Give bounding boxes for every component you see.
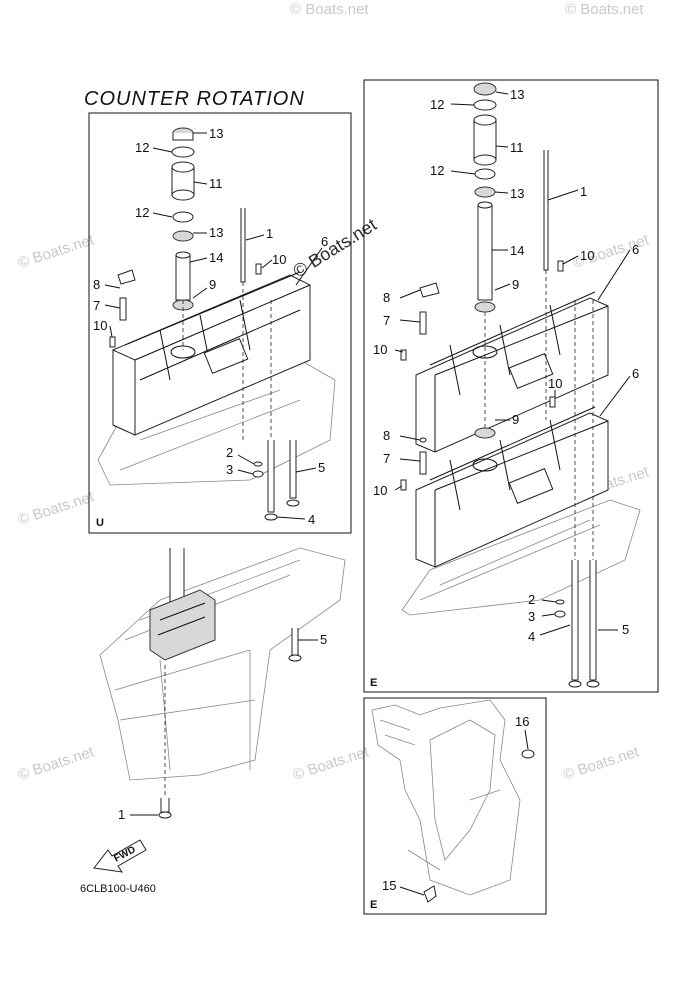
watermark-text: © Boats.net	[290, 1, 369, 18]
callout-10: 10	[548, 376, 562, 391]
callout-10: 10	[93, 318, 107, 333]
callout-3: 3	[226, 462, 233, 477]
callout-12: 12	[135, 140, 149, 155]
callout-12: 12	[430, 97, 444, 112]
watermark-text: © Boats.net	[16, 743, 97, 784]
panel-left-frame	[88, 112, 352, 534]
callout-2: 2	[226, 445, 233, 460]
panel-left-tag: U	[96, 517, 104, 529]
panel-right-frame	[363, 79, 659, 693]
callout-12: 12	[430, 163, 444, 178]
callout-12: 12	[135, 205, 149, 220]
callout-10: 10	[373, 483, 387, 498]
callout-4: 4	[528, 629, 535, 644]
watermark-text-dark: © Boats.net	[290, 214, 381, 281]
panel-bottom-right-tag: E	[370, 899, 377, 911]
callout-13: 13	[510, 87, 524, 102]
callout-10: 10	[373, 342, 387, 357]
callout-14: 14	[209, 250, 223, 265]
diagram-title: COUNTER ROTATION	[84, 88, 305, 110]
callout-1: 1	[580, 184, 587, 199]
callout-8: 8	[93, 277, 100, 292]
callout-16: 16	[515, 714, 529, 729]
callout-11: 11	[209, 176, 223, 191]
panel-right-tag: E	[370, 677, 377, 689]
callout-9: 9	[512, 412, 519, 427]
diagram-code: 6CLB100-U460	[80, 883, 156, 895]
watermark-text: © Boats.net	[16, 488, 97, 529]
callout-5: 5	[320, 632, 327, 647]
callout-8: 8	[383, 428, 390, 443]
callout-7: 7	[93, 298, 100, 313]
lower-unit-drawing	[99, 547, 346, 819]
callout-5: 5	[622, 622, 629, 637]
callout-9: 9	[512, 277, 519, 292]
callout-11: 11	[510, 140, 524, 155]
callout-10: 10	[580, 248, 594, 263]
watermark-text: © Boats.net	[291, 743, 372, 784]
callout-13: 13	[510, 186, 524, 201]
panel-left-drawing	[97, 127, 336, 521]
callout-7: 7	[383, 313, 390, 328]
callout-3: 3	[528, 609, 535, 624]
callout-9: 9	[209, 277, 216, 292]
watermark-text: © Boats.net	[565, 1, 644, 18]
panel-bottom-right-frame	[363, 697, 547, 915]
callout-7: 7	[383, 451, 390, 466]
watermark-text: © Boats.net	[561, 743, 642, 784]
callout-13: 13	[209, 225, 223, 240]
callout-6: 6	[321, 234, 328, 249]
callout-15: 15	[382, 878, 396, 893]
callout-4: 4	[308, 512, 315, 527]
callout-5: 5	[318, 460, 325, 475]
watermark-text: © Boats.net	[16, 231, 97, 272]
callout-13: 13	[209, 126, 223, 141]
callout-1: 1	[266, 226, 273, 241]
callout-1: 1	[118, 807, 125, 822]
callout-10: 10	[272, 252, 286, 267]
callout-14: 14	[510, 243, 524, 258]
callout-8: 8	[383, 290, 390, 305]
panel-right-drawing	[394, 82, 641, 688]
callout-2: 2	[528, 592, 535, 607]
fwd-arrow-icon: FWD	[93, 839, 147, 873]
panel-bottom-right-drawing	[371, 699, 535, 903]
callout-6: 6	[632, 242, 639, 257]
callout-6: 6	[632, 366, 639, 381]
